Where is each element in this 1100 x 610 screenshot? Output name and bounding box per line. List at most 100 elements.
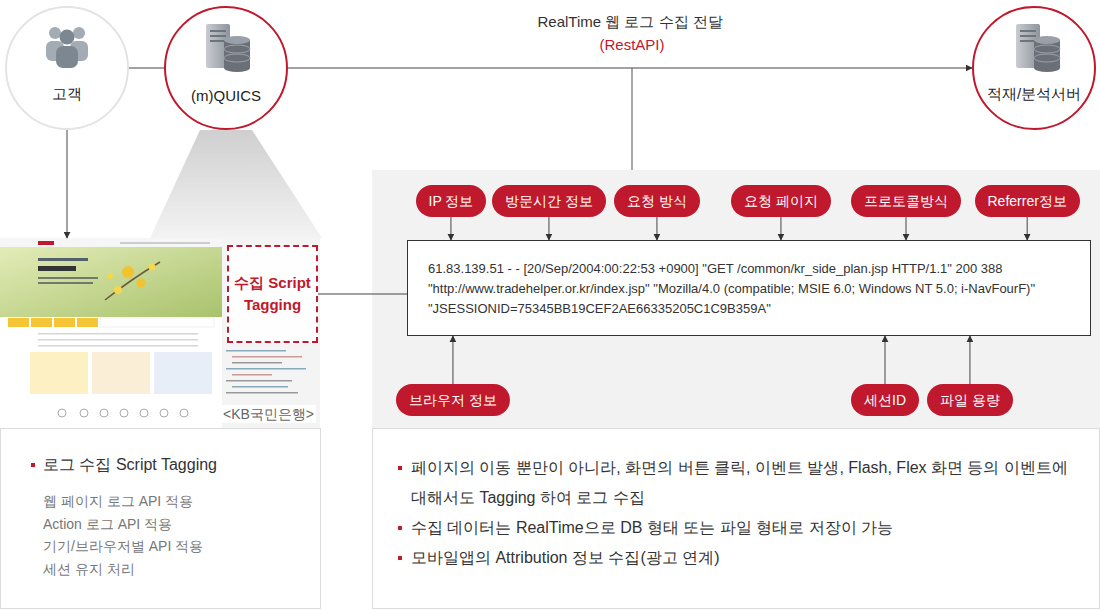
node-text: 웹 페이지 로그 API 적용	[43, 490, 310, 513]
node-text: 방문시간 정보	[505, 185, 593, 217]
website-screenshot	[0, 238, 222, 247]
tagging-box: 수집 Script Tagging	[227, 245, 318, 343]
field-tag: 파일 용량	[927, 384, 1013, 416]
node-text: 프로토콜방식	[864, 185, 948, 217]
website-screenshot	[226, 380, 292, 382]
field-tag: 방문시간 정보	[492, 185, 606, 217]
node-text: 모바일앱의 Attribution 정보 수집(광고 연계)	[411, 543, 1075, 573]
connector	[67, 130, 68, 238]
website-screenshot	[232, 386, 288, 388]
node-text: 세션 유지 처리	[43, 558, 310, 581]
website-screenshot	[30, 352, 88, 394]
website-screenshot	[137, 279, 146, 288]
node-text: 요청 방식	[627, 185, 687, 217]
website-screenshot	[80, 409, 88, 417]
customer-circle: 고객	[5, 6, 129, 130]
website-screenshot	[120, 242, 210, 244]
website-screenshot	[0, 247, 222, 317]
website-screenshot	[100, 318, 214, 327]
connector	[318, 294, 407, 295]
website-screenshot	[0, 238, 320, 428]
website-screenshot	[100, 409, 108, 417]
connector	[969, 336, 970, 384]
website-screenshot	[154, 352, 212, 394]
zoom-cone	[150, 130, 322, 238]
feed-line	[632, 68, 633, 170]
server-icon	[1034, 36, 1060, 44]
connector	[548, 217, 549, 240]
website-screenshot	[38, 241, 54, 245]
server-icon	[1034, 64, 1060, 72]
website-screenshot	[31, 318, 52, 327]
website-screenshot	[38, 258, 88, 261]
node-text: IP 정보	[429, 185, 474, 217]
server-circle: 적재/분석서버	[972, 6, 1096, 130]
feature-box: 페이지의 이동 뿐만이 아니라, 화면의 버튼 클릭, 이벤트 발생, Flas…	[372, 428, 1100, 609]
field-tag: IP 정보	[416, 185, 487, 217]
server-icon	[1034, 40, 1060, 68]
server-icon	[224, 45, 250, 53]
server-icon	[1020, 35, 1036, 37]
website-screenshot	[140, 409, 148, 417]
node-text: 파일 용량	[940, 384, 1000, 416]
website-screenshot	[226, 392, 298, 394]
website-screenshot	[0, 238, 222, 428]
connector	[885, 336, 886, 384]
website-screenshot	[226, 350, 286, 352]
field-tag: 세션ID	[851, 384, 919, 416]
people-icon	[73, 27, 85, 39]
server-icon	[1020, 40, 1036, 42]
node-text: Action 로그 API 적용	[43, 513, 310, 536]
server-icon	[206, 24, 250, 72]
people-icon	[60, 30, 75, 45]
website-screenshot	[38, 345, 198, 347]
feature-box: 로그 수집 Script Tagging 웹 페이지 로그 API 적용Actio…	[0, 428, 321, 609]
server-icon	[224, 64, 250, 72]
website-screenshot	[122, 266, 134, 278]
node-text: 요청 페이지	[744, 185, 818, 217]
field-tag: 요청 페이지	[731, 185, 831, 217]
log-box: 61.83.139.51 - - [20/Sep/2004:00:22:53 +…	[407, 240, 1091, 336]
people-icon	[46, 27, 88, 68]
node-text: 기기/브라우저별 API 적용	[43, 535, 310, 558]
website-screenshot	[232, 356, 302, 358]
website-screenshot	[222, 238, 320, 428]
node-text: (m)QUICS	[191, 87, 261, 104]
people-icon	[56, 46, 78, 68]
website-screenshot	[38, 277, 98, 279]
field-tag: 요청 방식	[614, 185, 700, 217]
connector	[288, 68, 972, 69]
node-text: 적재/분석서버	[987, 85, 1081, 104]
website-screenshot	[38, 282, 93, 284]
node-text: 고객	[52, 85, 82, 104]
node-text: 61.83.139.51 - - [20/Sep/2004:00:22:53 +…	[428, 259, 1072, 319]
server-icon	[210, 30, 226, 32]
server-icon	[224, 40, 250, 68]
website-screenshot	[105, 262, 160, 300]
connector	[450, 217, 451, 240]
field-tag: Referrer정보	[975, 185, 1080, 217]
note-label: (RestAPI)	[597, 35, 668, 55]
website-screenshot	[160, 409, 168, 417]
server-icon	[1016, 24, 1060, 72]
website-screenshot	[38, 339, 198, 341]
node-text: 로그 수집 Script Tagging	[43, 454, 310, 476]
system-circle: (m)QUICS	[164, 6, 288, 130]
server-icon	[1034, 54, 1060, 62]
server-icon	[224, 54, 250, 62]
website-screenshot	[180, 409, 188, 417]
node-text: 수집 데이터는 RealTime으로 DB 형태 또는 파일 형태로 저장이 가…	[411, 513, 1075, 543]
node-text: 수집 Script Tagging	[231, 272, 314, 316]
website-screenshot	[92, 352, 150, 394]
website-screenshot	[77, 318, 98, 327]
grey-panel	[372, 170, 1100, 428]
server-icon	[1034, 45, 1060, 53]
website-screenshot	[38, 333, 198, 335]
node-text: Referrer정보	[988, 185, 1067, 217]
website-screenshot	[114, 286, 122, 294]
website-screenshot	[107, 273, 113, 279]
website-screenshot	[8, 318, 29, 327]
website-screenshot	[120, 409, 128, 417]
connector	[1027, 217, 1028, 240]
